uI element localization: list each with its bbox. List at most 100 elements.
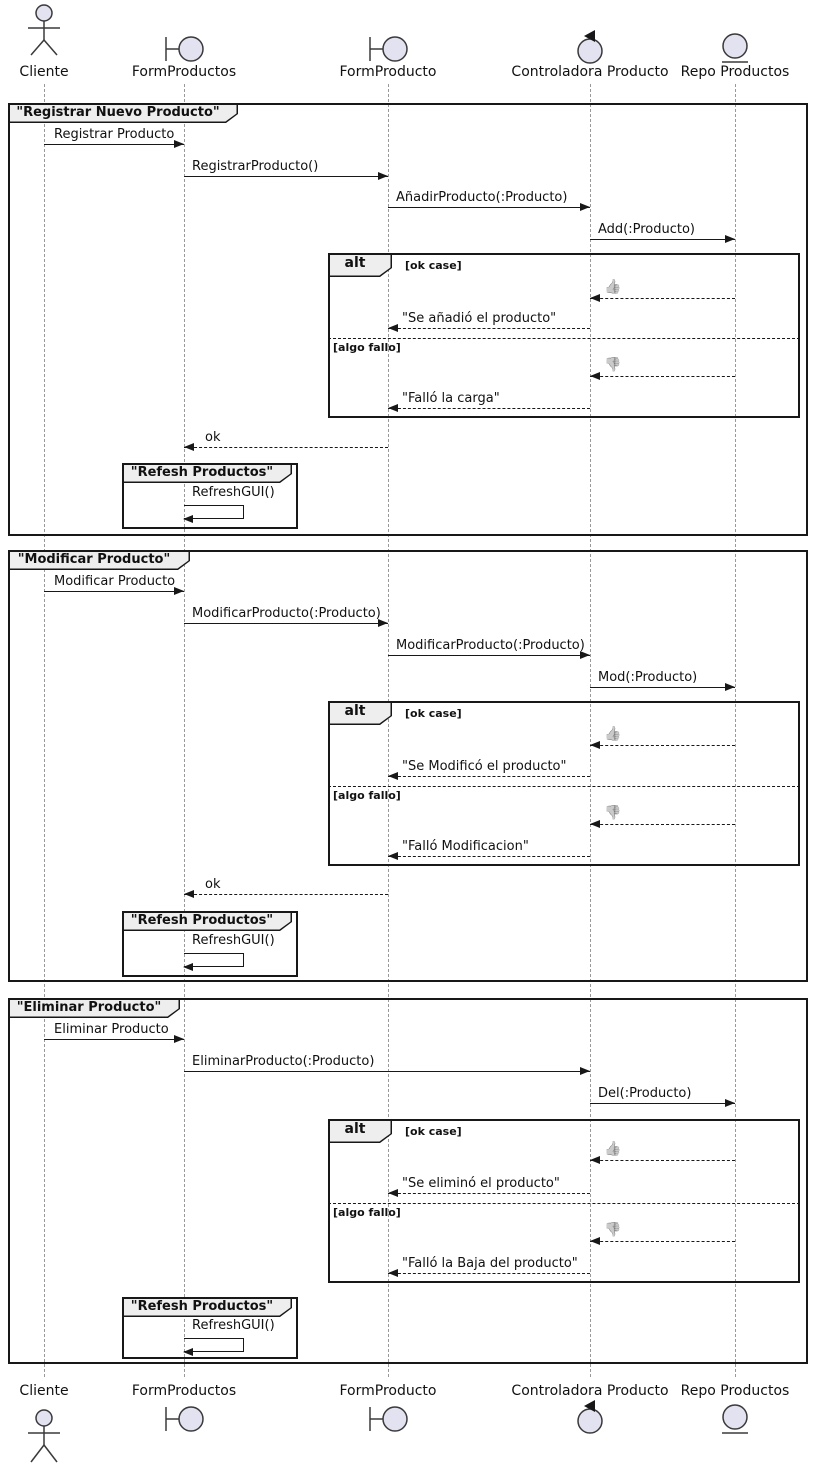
arrow-head xyxy=(388,852,398,860)
arrow-head xyxy=(590,1156,600,1164)
boundary-icon xyxy=(369,1406,408,1432)
thumbs-down-icon: 👎 xyxy=(604,805,622,821)
lifeline-formproducto xyxy=(388,84,389,1377)
message-label: Eliminar Producto xyxy=(54,1022,169,1037)
alt-guard-fail: [algo fallo] xyxy=(333,789,401,802)
control-icon xyxy=(577,30,603,64)
arrow-line xyxy=(590,1241,735,1242)
thumbs-up-icon: 👍 xyxy=(604,279,622,295)
thumbs-down-icon: 👎 xyxy=(604,1222,622,1238)
arrow-head xyxy=(388,324,398,332)
frame-registrar-tab: "Registrar Nuevo Producto" xyxy=(8,103,238,123)
arrow-line xyxy=(590,239,735,240)
arrow-head xyxy=(388,1269,398,1277)
lifeline-formproductos xyxy=(184,84,185,1377)
alt-guard-ok: [ok case] xyxy=(405,259,462,272)
participant-label: FormProducto xyxy=(339,1383,437,1399)
arrow-head xyxy=(183,1348,193,1356)
frame-eliminar xyxy=(8,998,808,1364)
message-label: AñadirProducto(:Producto) xyxy=(396,190,568,205)
participant-label: Controladora Producto xyxy=(511,1383,669,1399)
arrow-head xyxy=(388,772,398,780)
frame-title: "Registrar Nuevo Producto" xyxy=(16,105,220,120)
refresh-tab: "Refesh Productos" xyxy=(122,463,292,483)
arrow-line xyxy=(388,856,590,857)
frame-modificar-tab: "Modificar Producto" xyxy=(8,550,190,570)
participant-label: Repo Productos xyxy=(680,64,790,80)
arrow-head xyxy=(174,1035,184,1043)
alt-divider xyxy=(328,1203,800,1204)
self-message-arrow xyxy=(183,505,244,523)
boundary-icon xyxy=(165,36,204,62)
arrow-head xyxy=(580,1067,590,1075)
arrow-line xyxy=(184,1071,590,1072)
return-label: "Falló Modificacion" xyxy=(402,839,529,854)
arrow-line xyxy=(184,623,388,624)
frame-title: "Eliminar Producto" xyxy=(16,1000,162,1015)
return-label: "Falló la Baja del producto" xyxy=(402,1256,578,1271)
arrow-head xyxy=(580,651,590,659)
message-label: ModificarProducto(:Producto) xyxy=(396,638,585,653)
arrow-head xyxy=(590,294,600,302)
arrow-head xyxy=(388,404,398,412)
arrow-line xyxy=(388,207,590,208)
arrow-head xyxy=(725,235,735,243)
participant-label: FormProducto xyxy=(339,64,437,80)
arrow-head xyxy=(183,515,193,523)
alt-guard-fail: [algo fallo] xyxy=(333,1206,401,1219)
arrow-head xyxy=(590,1237,600,1245)
alt-operator-label: alt xyxy=(344,1121,366,1137)
control-icon xyxy=(577,1400,603,1434)
participant-label: Cliente xyxy=(19,1383,69,1399)
thumbs-down-icon: 👎 xyxy=(604,357,622,373)
self-message-label: RefreshGUI() xyxy=(192,1318,275,1333)
boundary-icon xyxy=(369,36,408,62)
arrow-head xyxy=(174,587,184,595)
alt-divider xyxy=(328,338,800,339)
arrow-head xyxy=(590,741,600,749)
arrow-line xyxy=(388,1273,590,1274)
message-label: Modificar Producto xyxy=(54,574,176,589)
arrow-head xyxy=(174,140,184,148)
frame-modificar xyxy=(8,550,808,982)
return-label: "Falló la carga" xyxy=(402,391,500,406)
lifeline-cliente xyxy=(44,84,45,1377)
alt-divider xyxy=(328,786,800,787)
arrow-line xyxy=(590,824,735,825)
arrow-line xyxy=(388,1193,590,1194)
arrow-line xyxy=(184,447,388,448)
message-label: Del(:Producto) xyxy=(598,1086,692,1101)
thumbs-up-icon: 👍 xyxy=(604,726,622,742)
tab-background xyxy=(10,1000,179,1017)
return-label: "Se añadió el producto" xyxy=(402,311,557,326)
participant-label: Repo Productos xyxy=(680,1383,790,1399)
tab-background xyxy=(10,552,189,569)
message-label: Add(:Producto) xyxy=(598,222,696,237)
tab-background xyxy=(124,913,291,930)
refresh-tab: "Refesh Productos" xyxy=(122,911,292,931)
frame-registrar xyxy=(8,103,808,536)
entity-icon xyxy=(722,33,748,63)
alt-operator-label: alt xyxy=(344,703,366,719)
arrow-line xyxy=(590,1103,735,1104)
alt-frame xyxy=(328,253,800,418)
arrow-line xyxy=(590,687,735,688)
arrow-head xyxy=(183,963,193,971)
return-label: ok xyxy=(205,877,221,892)
arrow-line xyxy=(44,144,184,145)
tab-background xyxy=(124,465,291,482)
self-message-label: RefreshGUI() xyxy=(192,933,275,948)
arrow-head xyxy=(590,372,600,380)
alt-guard-fail: [algo fallo] xyxy=(333,341,401,354)
arrow-line xyxy=(44,591,184,592)
arrow-line xyxy=(388,328,590,329)
thumbs-up-icon: 👍 xyxy=(604,1141,622,1157)
actor-icon xyxy=(28,4,60,56)
refresh-title: "Refesh Productos" xyxy=(130,465,274,480)
arrow-line xyxy=(184,176,388,177)
entity-icon xyxy=(722,1404,748,1434)
self-message-arrow xyxy=(183,1338,244,1356)
frame-title: "Modificar Producto" xyxy=(17,552,171,567)
refresh-title: "Refesh Productos" xyxy=(130,913,274,928)
message-label: Mod(:Producto) xyxy=(598,670,698,685)
